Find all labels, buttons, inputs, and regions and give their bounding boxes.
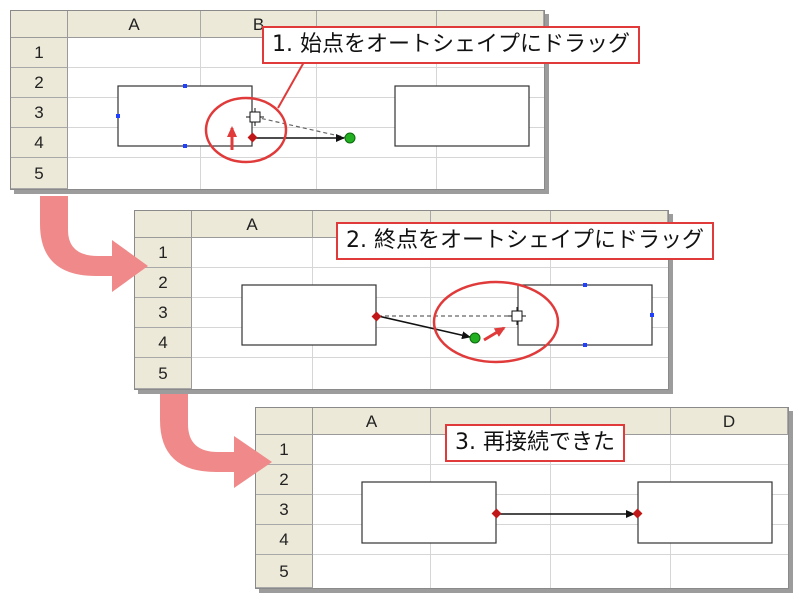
column-line-bc (313, 238, 431, 389)
row-header-5[interactable]: 5 (11, 158, 68, 189)
cell-grid-row4[interactable] (68, 128, 544, 158)
column-header-d[interactable]: D (671, 408, 788, 435)
row-header-1[interactable]: 1 (11, 38, 68, 68)
column-line-cd (431, 238, 551, 389)
row-header-2[interactable]: 2 (11, 68, 68, 98)
row-header-4[interactable]: 4 (135, 328, 192, 358)
row-header-3[interactable]: 3 (135, 298, 192, 328)
cell-grid-row1[interactable] (68, 38, 544, 68)
callout-step2: 2. 終点をオートシェイプにドラッグ (336, 222, 714, 260)
row-header-2[interactable]: 2 (135, 268, 192, 298)
column-line-bc (431, 435, 551, 588)
callout-step3: 3. 再接続できた (445, 424, 625, 462)
column-line-bc (201, 38, 317, 189)
row-header-3[interactable]: 3 (256, 495, 313, 525)
row-header-1[interactable]: 1 (135, 238, 192, 268)
column-header-a[interactable]: A (192, 211, 313, 238)
row-header-3[interactable]: 3 (11, 98, 68, 128)
row-header-5[interactable]: 5 (256, 555, 313, 588)
column-header-a[interactable]: A (68, 11, 201, 38)
column-line-ab (313, 435, 431, 588)
row-header-1[interactable]: 1 (256, 435, 313, 465)
cell-grid-row2[interactable] (68, 68, 544, 98)
row-header-4[interactable]: 4 (11, 128, 68, 158)
row-header-2[interactable]: 2 (256, 465, 313, 495)
column-header-a[interactable]: A (313, 408, 431, 435)
callout-step1: 1. 始点をオートシェイプにドラッグ (262, 26, 640, 64)
select-all-corner[interactable] (256, 408, 313, 435)
step-arrow-icon (40, 196, 148, 292)
row-header-4[interactable]: 4 (256, 525, 313, 555)
select-all-corner[interactable] (135, 211, 192, 238)
row-header-5[interactable]: 5 (135, 358, 192, 389)
select-all-corner[interactable] (11, 11, 68, 38)
column-line-ab (68, 38, 201, 189)
column-line-ab (192, 238, 313, 389)
